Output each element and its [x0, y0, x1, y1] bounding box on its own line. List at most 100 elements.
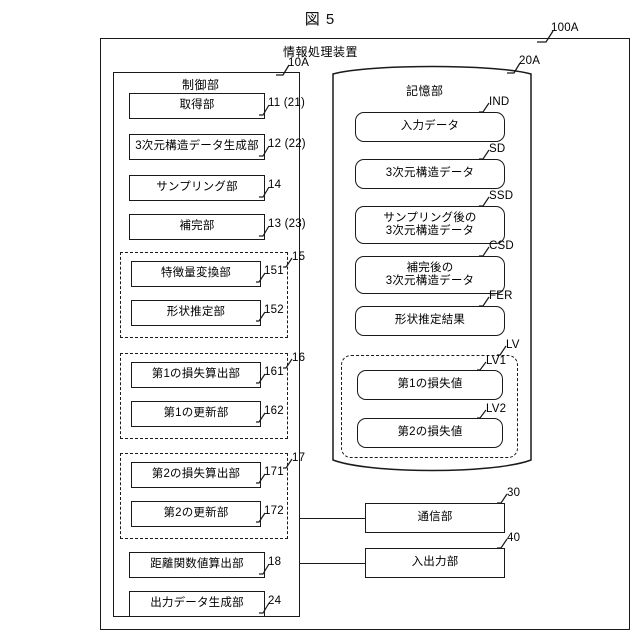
leader-sampled-3d-structure-data — [479, 196, 490, 207]
unit-shape-estimation-result[interactable]: 形状推定結果 — [355, 306, 505, 336]
unit-sampling-label: サンプリング部 — [156, 181, 238, 194]
ref-communication: 30 — [507, 487, 521, 499]
leader-acquisition — [259, 104, 270, 116]
leader-second-loss-calculation — [256, 473, 266, 484]
unit-completion[interactable]: 補完部 — [129, 214, 265, 240]
unit-completed-3d-structure-data-label: 補完後の 3次元構造データ — [385, 261, 475, 287]
leader-sampling — [259, 186, 270, 198]
figure-title: 図 5 — [304, 11, 336, 28]
unit-completion-label: 補完部 — [179, 220, 215, 233]
unit-communication[interactable]: 通信部 — [365, 503, 505, 533]
ref-shape-estimation-result: FER — [489, 290, 513, 302]
unit-first-loss-value[interactable]: 第1の損失値 — [357, 370, 503, 400]
unit-second-loss-calculation-label: 第2の損失算出部 — [151, 468, 241, 481]
ref-input-data: IND — [489, 96, 510, 108]
unit-completed-3d-structure-data[interactable]: 補完後の 3次元構造データ — [355, 256, 505, 294]
leader-first-update — [256, 412, 266, 423]
unit-second-update-label: 第2の更新部 — [163, 507, 229, 520]
unit-second-loss-value-label: 第2の損失値 — [397, 426, 463, 439]
ref-second-update: 172 — [264, 505, 284, 517]
unit-output-data-generation[interactable]: 出力データ生成部 — [129, 591, 265, 617]
unit-3d-structure-data-generation-label: 3次元構造データ生成部 — [135, 140, 259, 153]
leader-completion — [259, 225, 270, 237]
leader-3d-structure-data — [479, 149, 490, 160]
ref-feature-conversion: 151 — [264, 265, 284, 277]
leader-100A — [537, 30, 554, 43]
ref-input-output: 40 — [507, 532, 521, 544]
connector-input-output — [300, 563, 366, 565]
unit-first-loss-calculation-label: 第1の損失算出部 — [151, 368, 241, 381]
storage-section-label: 記憶部 — [406, 84, 444, 98]
leader-second-update — [256, 512, 266, 523]
ref-group-loss-value: LV — [506, 339, 520, 351]
leader-group-estimation — [283, 257, 293, 268]
unit-first-loss-value-label: 第1の損失値 — [397, 378, 463, 391]
leader-distance-function-value-calculation — [259, 563, 270, 575]
unit-sampling[interactable]: サンプリング部 — [129, 175, 265, 201]
leader-storage-section — [507, 62, 521, 74]
unit-first-update[interactable]: 第1の更新部 — [131, 401, 261, 427]
unit-3d-structure-data[interactable]: 3次元構造データ — [355, 159, 505, 189]
unit-shape-estimation-label: 形状推定部 — [166, 306, 226, 319]
ref-group-first-learning: 16 — [292, 352, 306, 364]
leader-shape-estimation-result — [479, 296, 490, 307]
unit-second-loss-value[interactable]: 第2の損失値 — [357, 418, 503, 448]
leader-shape-estimation — [256, 311, 266, 322]
ref-3d-structure-data: SD — [489, 143, 506, 155]
unit-sampled-3d-structure-data[interactable]: サンプリング後の 3次元構造データ — [355, 206, 505, 244]
ref-group-second-learning: 17 — [292, 452, 306, 464]
unit-3d-structure-data-label: 3次元構造データ — [385, 167, 475, 180]
ref-sampled-3d-structure-data: SSD — [489, 190, 514, 202]
ref-completed-3d-structure-data: CSD — [489, 240, 514, 252]
leader-output-data-generation — [259, 602, 270, 614]
unit-acquisition-label: 取得部 — [179, 99, 215, 112]
unit-second-loss-calculation[interactable]: 第2の損失算出部 — [131, 462, 261, 488]
device-ref-100A: 100A — [551, 22, 579, 34]
ref-output-data-generation: 24 — [268, 595, 282, 607]
leader-feature-conversion — [256, 272, 266, 283]
unit-shape-estimation-result-label: 形状推定結果 — [394, 314, 466, 327]
ref-acquisition: 11 (21) — [268, 97, 305, 109]
unit-3d-structure-data-generation[interactable]: 3次元構造データ生成部 — [129, 134, 265, 160]
unit-input-data[interactable]: 入力データ — [355, 112, 505, 142]
unit-distance-function-value-calculation-label: 距離関数値算出部 — [150, 558, 244, 571]
unit-distance-function-value-calculation[interactable]: 距離関数値算出部 — [129, 552, 265, 578]
unit-input-data-label: 入力データ — [400, 120, 460, 133]
control-section-ref: 10A — [288, 57, 310, 69]
unit-second-update[interactable]: 第2の更新部 — [131, 501, 261, 527]
leader-control-section — [276, 64, 290, 76]
leader-first-loss-value — [477, 361, 487, 371]
ref-first-loss-value: LV1 — [486, 355, 507, 367]
connector-communication — [300, 518, 366, 520]
unit-feature-conversion[interactable]: 特徴量変換部 — [131, 261, 261, 287]
leader-group-first-learning — [283, 358, 293, 369]
unit-first-update-label: 第1の更新部 — [163, 407, 229, 420]
unit-shape-estimation[interactable]: 形状推定部 — [131, 300, 261, 326]
unit-input-output-label: 入出力部 — [411, 556, 459, 569]
group-second-learning-box — [120, 453, 288, 539]
leader-first-loss-calculation — [256, 373, 266, 384]
unit-acquisition[interactable]: 取得部 — [129, 93, 265, 119]
storage-section-ref: 20A — [519, 55, 541, 67]
group-first-learning-box — [120, 353, 288, 439]
ref-second-loss-calculation: 171 — [264, 466, 284, 478]
leader-input-data — [479, 102, 490, 113]
ref-sampling: 14 — [268, 179, 282, 191]
group-loss-value-box — [341, 355, 518, 458]
unit-sampled-3d-structure-data-label: サンプリング後の 3次元構造データ — [383, 211, 477, 237]
ref-completion: 13 (23) — [268, 218, 306, 230]
unit-input-output[interactable]: 入出力部 — [365, 548, 505, 578]
ref-first-loss-calculation: 161 — [264, 366, 284, 378]
leader-group-second-learning — [283, 458, 293, 469]
unit-output-data-generation-label: 出力データ生成部 — [150, 597, 244, 610]
information-processing-device-label: 情報処理装置 — [283, 45, 359, 59]
ref-shape-estimation: 152 — [264, 304, 284, 316]
leader-3d-structure-data-generation — [259, 145, 270, 157]
ref-group-estimation: 15 — [292, 251, 306, 263]
ref-3d-structure-data-generation: 12 (22) — [268, 138, 306, 150]
leader-second-loss-value — [477, 409, 487, 419]
unit-feature-conversion-label: 特徴量変換部 — [160, 267, 232, 280]
leader-completed-3d-structure-data — [479, 246, 490, 257]
control-section-label: 制御部 — [182, 78, 220, 92]
unit-first-loss-calculation[interactable]: 第1の損失算出部 — [131, 362, 261, 388]
